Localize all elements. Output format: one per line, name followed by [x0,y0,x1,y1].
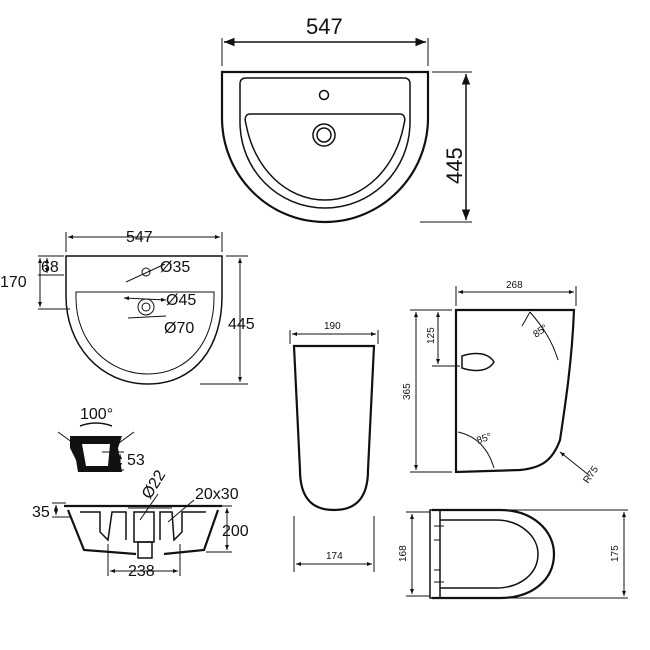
basin-outline [220,70,430,224]
pedestal-front-top-label: 190 [324,321,341,332]
plan-drain-outer [137,298,155,316]
plan-170-label: 170 [0,274,27,291]
section-view: 35 200 238 Ø22 20x30 [32,467,249,580]
plan-bowl [75,291,215,375]
pedestal-side-angle-bottom: 85° [475,431,493,447]
pedestal-top-inner-label: 168 [398,545,409,562]
tap-hole [318,89,330,101]
overflow-angle-label: 100° [80,406,113,423]
pedestal-side-width-label: 268 [506,280,523,291]
top-depth-label: 445 [442,147,467,184]
pedestal-front: 190 174 [289,321,379,572]
pedestal-front-outline [292,344,376,512]
section-height-label: 200 [222,523,249,540]
overflow-detail: 100° 53 [57,406,145,472]
overflow-height-label: 53 [127,452,145,469]
pedestal-side-outline [454,308,576,474]
top-view: 547 445 [220,14,472,224]
drain-inner [316,127,332,143]
plan-view: 547 445 170 68 Ø35 Ø45 Ø70 [0,229,255,385]
section-rim-label: 35 [32,504,50,521]
drain-outer [312,123,336,147]
section-slot-label: 20x30 [195,486,239,503]
pedestal-top-outer-label: 175 [610,545,621,562]
pedestal-side-height-label: 365 [402,383,413,400]
section-diameter-label: Ø22 [139,467,169,502]
pedestal-top: 168 175 [398,508,628,600]
section-shell [64,504,222,556]
section-drain [137,541,153,559]
basin-inner-curve [244,113,406,201]
plan-hole-70-label: Ø70 [164,320,194,337]
plan-hole-45-label: Ø45 [166,292,196,309]
top-width-label: 547 [306,14,343,39]
pedestal-front-bottom-label: 174 [326,551,343,562]
plan-drain-inner [141,302,151,312]
pedestal-top-inner [440,519,539,589]
pedestal-side-radius-label: R75 [581,464,601,486]
section-width-label: 238 [128,563,155,580]
plan-tap-hole [141,267,151,277]
pedestal-side-overflow [461,352,495,372]
basin-bowl [239,77,411,209]
pedestal-top-outline [432,508,556,600]
pedestal-side-offset-label: 125 [426,327,437,344]
plan-outline [65,255,223,385]
plan-hole-35-label: Ø35 [160,259,190,276]
pedestal-side-angle-top: 85° [531,323,550,341]
plan-width-label: 547 [126,229,153,246]
plan-68-label: 68 [41,259,59,276]
plan-depth-label: 445 [228,316,255,333]
pedestal-top-left-block [429,509,441,599]
pedestal-side: 268 365 125 85° 85° R75 [402,280,601,486]
